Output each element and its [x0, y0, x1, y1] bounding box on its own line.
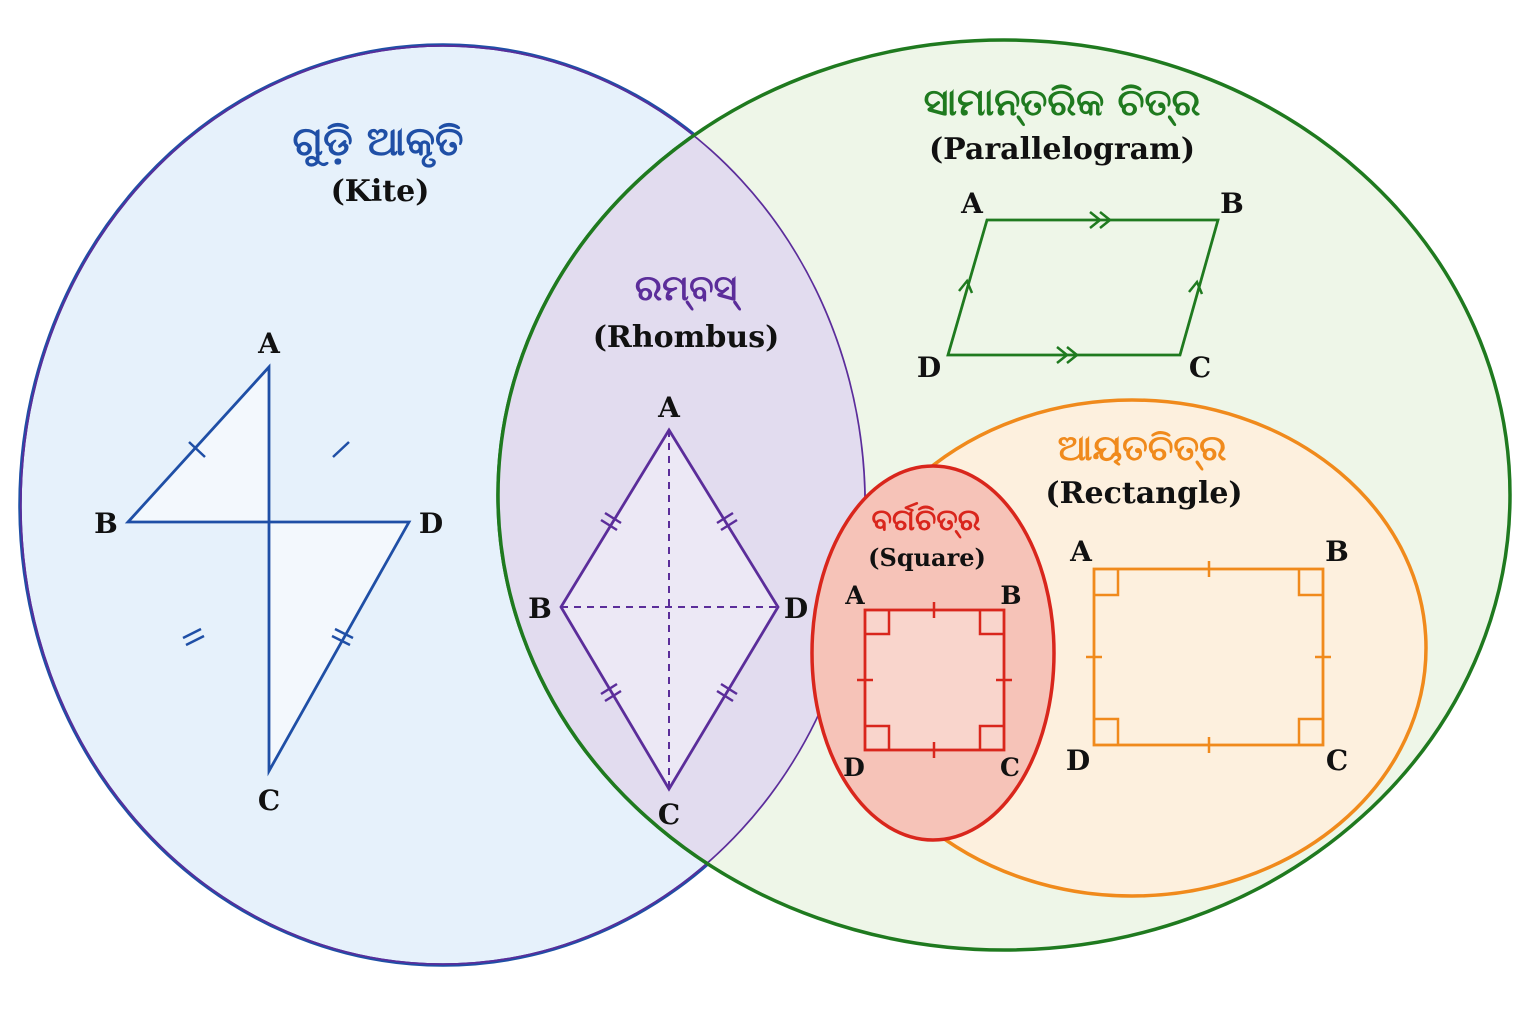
rhombus-vertex-b: B	[528, 592, 552, 625]
rhombus-tick-ad-2	[716, 511, 734, 525]
parallelogram-subtitle: (Parallelogram)	[929, 132, 1195, 167]
rectangle-figure	[1086, 561, 1331, 753]
parallelogram-arrow-da	[958, 278, 974, 294]
rhombus-tick-cd-1	[720, 682, 738, 696]
rhombus-vertex-c: C	[658, 798, 680, 831]
rectangle-angle-c	[1297, 717, 1323, 745]
square-vertex-d: D	[843, 753, 865, 782]
rectangle-vertex-a: A	[1069, 535, 1093, 568]
parallelogram-arrow-cb	[1188, 279, 1204, 295]
parallelogram-title: ସାମାନ୍ତରିକ ଚିତ୍ର	[924, 80, 1201, 126]
kite-shape	[124, 363, 412, 777]
kite-tick-ad	[332, 441, 350, 458]
square-shape	[863, 608, 1006, 752]
kite-tick-ab	[188, 441, 206, 458]
rhombus-vertex-a: A	[657, 391, 681, 424]
parallelogram-vertex-a: A	[960, 187, 984, 220]
parallelogram-vertex-c: C	[1189, 351, 1211, 384]
rhombus-title: ରମ୍ବସ୍	[635, 268, 742, 311]
square-vertex-a: A	[844, 581, 865, 610]
kite-title: ଗୁଡ଼ି ଆକୃତି	[292, 119, 463, 168]
kite-tick-bc-2	[185, 634, 205, 647]
rhombus-tick-ab-1	[600, 518, 618, 532]
parallelogram-figure	[946, 211, 1220, 364]
kite-vertex-c: C	[258, 784, 280, 817]
square-title: ବର୍ଗଚିତ୍ର	[872, 502, 981, 539]
rhombus-vertex-d: D	[784, 592, 808, 625]
kite-figure	[124, 363, 412, 777]
kite-vertex-a: A	[257, 327, 281, 360]
kite-vertex-b: B	[94, 507, 118, 540]
square-angle-d	[865, 724, 891, 750]
rectangle-angle-d	[1094, 717, 1120, 745]
square-vertex-c: C	[1000, 753, 1020, 782]
rectangle-angle-a	[1094, 569, 1120, 597]
rectangle-vertex-b: B	[1325, 535, 1349, 568]
rectangle-vertex-d: D	[1066, 744, 1090, 777]
square-angle-b	[978, 610, 1004, 636]
rhombus-subtitle: (Rhombus)	[593, 320, 780, 355]
kite-tick-cd-1	[334, 627, 354, 640]
square-angle-c	[978, 724, 1004, 750]
parallelogram-vertex-b: B	[1220, 187, 1244, 220]
rectangle-subtitle: (Rectangle)	[1045, 476, 1242, 511]
rectangle-angle-b	[1297, 569, 1323, 597]
square-vertex-b: B	[1000, 581, 1021, 610]
parallelogram-shape	[946, 218, 1220, 357]
rhombus-tick-ab-2	[604, 511, 622, 525]
parallelogram-arrow-ab-2	[1099, 211, 1113, 229]
parallelogram-arrow-ab-1	[1089, 211, 1103, 229]
parallelogram-region-boundary	[496, 45, 866, 952]
rhombus-tick-bc-2	[604, 689, 622, 703]
kite-tick-cd-2	[331, 634, 351, 647]
parallelogram-arrow-dc-1	[1056, 346, 1070, 364]
square-subtitle: (Square)	[868, 543, 986, 572]
kite-tick-bc-1	[182, 627, 202, 640]
rhombus-region	[498, 45, 866, 950]
rhombus-tick-bc-1	[600, 682, 618, 696]
rhombus-figure	[559, 427, 780, 792]
kite-vertex-d: D	[419, 507, 443, 540]
rhombus-tick-ad-1	[720, 518, 738, 532]
parallelogram-arrow-dc-2	[1066, 346, 1080, 364]
square-figure	[857, 602, 1012, 758]
parallelogram-vertex-d: D	[917, 351, 941, 384]
rectangle-vertex-c: C	[1326, 744, 1348, 777]
square-angle-a	[865, 610, 891, 636]
rectangle-title: ଆୟତଚିତ୍ର	[1058, 428, 1227, 471]
rhombus-tick-cd-2	[716, 689, 734, 703]
kite-subtitle: (Kite)	[331, 174, 430, 209]
